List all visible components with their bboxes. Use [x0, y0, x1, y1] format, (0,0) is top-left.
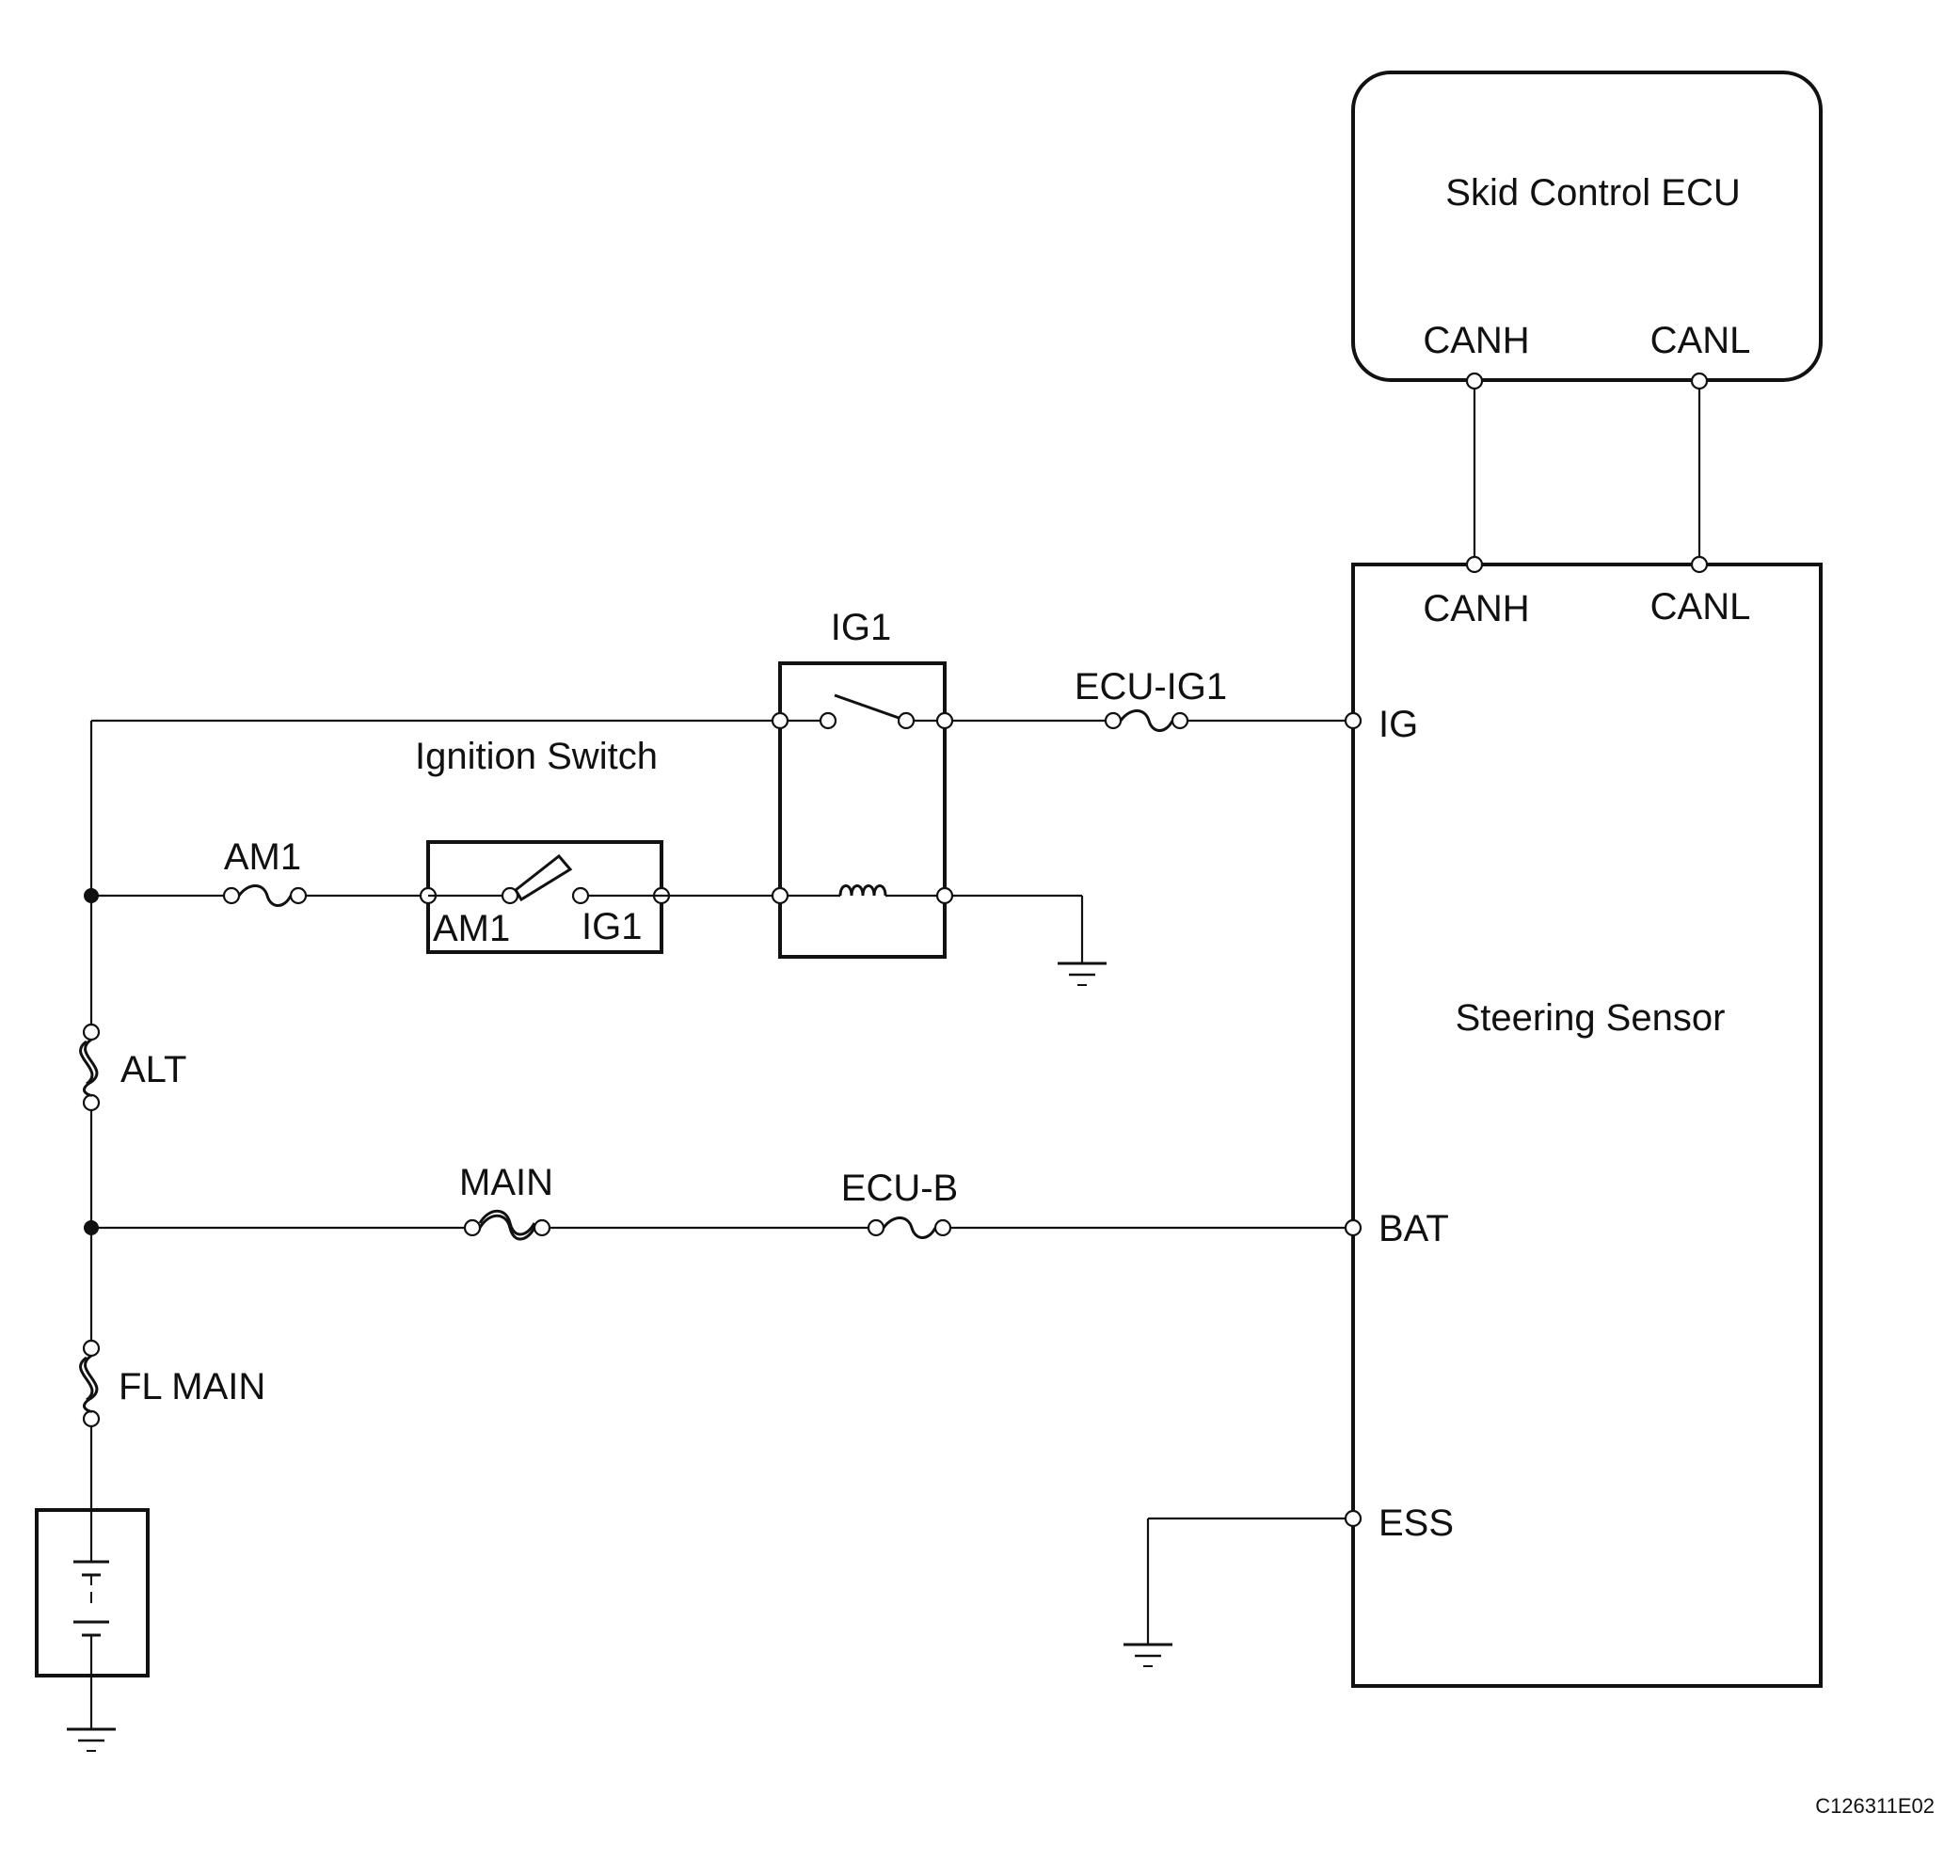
am1-fuse: AM1 — [91, 836, 421, 907]
sensor-ess-pin-label: ESS — [1378, 1502, 1454, 1544]
relay-ground-icon — [1058, 962, 1107, 986]
ecu-canh-terminal — [1465, 372, 1484, 390]
ignition-switch-label: Ignition Switch — [415, 736, 658, 777]
sensor-bat-terminal — [1344, 1218, 1362, 1237]
main-fuse: MAIN — [91, 1162, 553, 1241]
ignition-key-icon — [514, 853, 573, 902]
sensor-ig-terminal — [1344, 711, 1362, 730]
ig1-relay: IG1 — [661, 607, 1084, 963]
sensor-canl-pin-label: CANL — [1650, 586, 1751, 628]
skid-control-ecu-label: Skid Control ECU — [1445, 172, 1740, 214]
am1-fuse-label: AM1 — [224, 836, 301, 878]
steering-sensor: Steering Sensor CANH CANL IG BAT ESS — [1351, 563, 1823, 1688]
sensor-canl-terminal — [1690, 555, 1709, 574]
ess-ground-icon — [1123, 1643, 1172, 1667]
sensor-ess-terminal — [1344, 1509, 1362, 1528]
main-bus — [84, 721, 99, 1729]
sensor-canh-terminal — [1465, 555, 1484, 574]
sensor-ig-pin-label: IG — [1378, 704, 1418, 745]
switch-am1-label: AM1 — [433, 908, 510, 949]
relay-coil-icon — [838, 884, 887, 897]
ig1-relay-label: IG1 — [831, 607, 891, 648]
figure-code: C126311E02 — [1815, 1794, 1935, 1818]
fl-main-fuse-label: FL MAIN — [119, 1366, 265, 1407]
can-bus-wires — [1465, 372, 1709, 574]
sensor-canh-pin-label: CANH — [1423, 588, 1529, 629]
ecu-canh-pin-label: CANH — [1423, 320, 1529, 361]
alt-fuse: ALT — [79, 1023, 186, 1112]
battery-ground-icon — [67, 1727, 116, 1752]
ecu-b-fuse-label: ECU-B — [841, 1168, 958, 1209]
ecu-canl-pin-label: CANL — [1650, 320, 1751, 361]
main-fuse-label: MAIN — [459, 1162, 553, 1203]
ecu-canl-terminal — [1690, 372, 1709, 390]
steering-sensor-label: Steering Sensor — [1456, 997, 1726, 1039]
ignition-switch: AM1 IG1 Ignition Switch — [415, 736, 671, 954]
ecu-ig1-fuse-label: ECU-IG1 — [1075, 666, 1227, 707]
ess-ground-wire — [1146, 1509, 1362, 1645]
skid-control-ecu: Skid Control ECU CANH CANL — [1351, 71, 1823, 382]
battery — [35, 1508, 150, 1677]
switch-ig1-label: IG1 — [582, 906, 642, 947]
ecu-ig1-fuse: ECU-IG1 — [952, 666, 1362, 732]
sensor-bat-pin-label: BAT — [1378, 1208, 1449, 1249]
ecu-b-fuse: ECU-B — [550, 1168, 1362, 1239]
fl-main-fuse: FL MAIN — [79, 1339, 265, 1428]
alt-fuse-label: ALT — [120, 1049, 186, 1090]
